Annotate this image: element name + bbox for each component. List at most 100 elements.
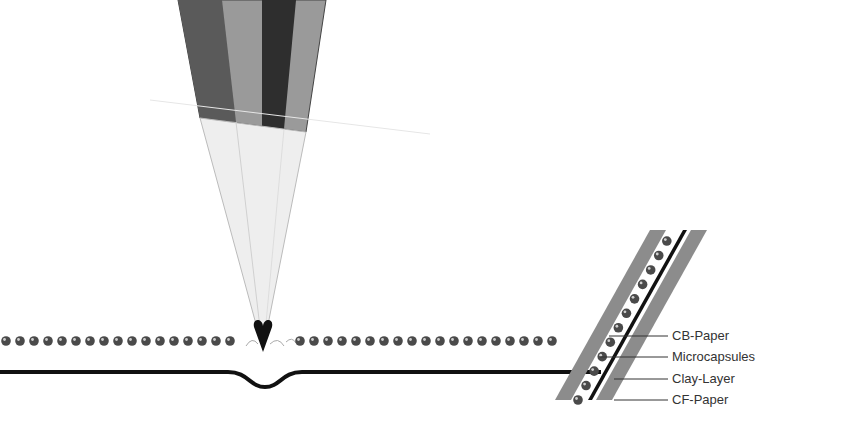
pencil-lead [254,320,273,352]
microcapsule-highlight [423,338,426,341]
microcapsule [1,336,11,346]
leader-line [614,400,668,401]
microcapsule-highlight [640,282,643,285]
microcapsule [614,323,624,333]
microcapsule [589,366,599,376]
part-label: Clay-Layer [670,371,737,387]
microcapsule [435,336,445,346]
microcapsule-highlight [339,338,342,341]
part-label: CF-Paper [670,392,730,408]
microcapsule [519,336,529,346]
pencil-shading [236,122,262,345]
microcapsule [323,336,333,346]
microcapsule [421,336,431,346]
microcapsule [630,294,640,304]
microcapsule [662,236,672,246]
microcapsule-highlight [101,338,104,341]
microcapsule [573,395,583,405]
microcapsule-highlight [59,338,62,341]
microcapsule [379,336,389,346]
microcapsule [407,336,417,346]
microcapsule-highlight [583,383,586,386]
microcapsule [309,336,319,346]
microcapsule-highlight [521,338,524,341]
microcapsule [183,336,193,346]
microcapsule-highlight [185,338,188,341]
microcapsule-highlight [227,338,230,341]
microcapsule-highlight [549,338,552,341]
microcapsule-highlight [409,338,412,341]
microcapsule [351,336,361,346]
microcapsule-highlight [615,325,618,328]
pencil-shading [264,129,284,345]
microcapsule-highlight [199,338,202,341]
microcapsule-highlight [507,338,510,341]
microcapsule [606,337,616,347]
microcapsule [638,280,648,290]
microcapsule-highlight [171,338,174,341]
microcapsule [85,336,95,346]
microcapsule [155,336,165,346]
leader-line [600,357,668,358]
microcapsule [225,336,235,346]
microcapsule [622,309,632,319]
microcapsule [505,336,515,346]
microcapsule-row [1,236,671,405]
microcapsule-highlight [31,338,34,341]
pencil-stripe [178,0,236,122]
pencil-cone [200,118,306,350]
microcapsule-highlight [213,338,216,341]
microcapsule [141,336,151,346]
microcapsule-highlight [479,338,482,341]
microcapsule-highlight [656,253,659,256]
microcapsule-highlight [381,338,384,341]
microcapsule-highlight [465,338,468,341]
microcapsule-highlight [87,338,90,341]
microcapsule-highlight [367,338,370,341]
crushed-capsules [246,339,296,346]
leader-line [614,379,668,380]
microcapsule-highlight [3,338,6,341]
microcapsule [197,336,207,346]
microcapsule-highlight [157,338,160,341]
microcapsule [491,336,501,346]
microcapsule [547,336,557,346]
microcapsule-highlight [143,338,146,341]
microcapsule [127,336,137,346]
microcapsule [211,336,221,346]
microcapsule [29,336,39,346]
microcapsule-highlight [535,338,538,341]
microcapsule-highlight [575,397,578,400]
microcapsule-highlight [599,354,602,357]
clay-layer-line [0,372,601,387]
microcapsule-highlight [591,368,594,371]
microcapsule [57,336,67,346]
part-label: CB-Paper [670,328,731,344]
microcapsule-highlight [311,338,314,341]
microcapsule [337,336,347,346]
microcapsule [581,381,591,391]
microcapsule-highlight [353,338,356,341]
leader-line [609,336,668,337]
microcapsule-highlight [45,338,48,341]
microcapsule-highlight [297,338,300,341]
microcapsule-highlight [325,338,328,341]
microcapsule [43,336,53,346]
microcapsule [295,336,305,346]
microcapsule-highlight [648,267,651,270]
microcapsule-highlight [624,310,627,313]
microcapsule-highlight [493,338,496,341]
microcapsule [15,336,25,346]
microcapsule [393,336,403,346]
microcapsule-highlight [395,338,398,341]
microcapsule [646,265,656,275]
pencil-stripe [262,0,296,129]
microcapsule-highlight [115,338,118,341]
microcapsule [113,336,123,346]
microcapsule-highlight [664,238,667,241]
pencil-shading [150,100,430,134]
microcapsule [533,336,543,346]
microcapsule-highlight [437,338,440,341]
microcapsule [463,336,473,346]
